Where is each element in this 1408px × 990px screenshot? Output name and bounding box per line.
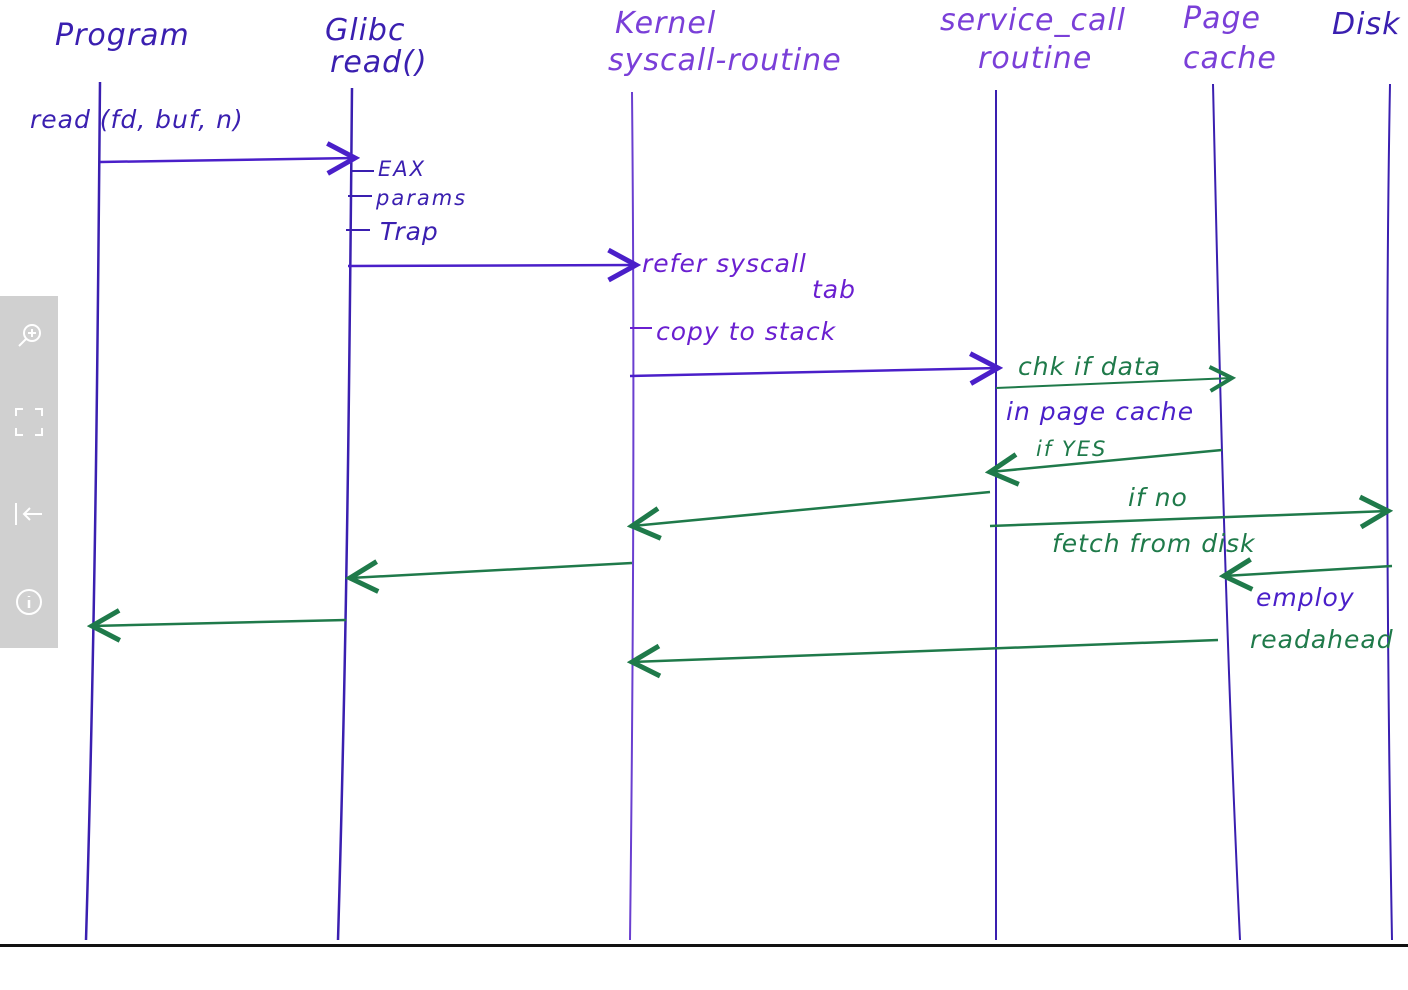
arrow-program-to-glibc <box>99 158 355 162</box>
fullscreen-icon <box>15 408 43 436</box>
lane-title-glibc-sub: read() <box>330 45 428 80</box>
service-note-check: chk if data <box>1018 352 1161 381</box>
zoom-in-icon <box>18 324 41 347</box>
lifeline-kernel <box>629 91 635 941</box>
info-button[interactable] <box>0 580 58 624</box>
lifeline-pagecache <box>1212 83 1241 941</box>
service-note-fetch: fetch from disk <box>1052 529 1256 558</box>
arrow-service-to-disk <box>989 511 1388 526</box>
arrow-kernel-to-service <box>629 368 998 376</box>
lifeline-disk <box>1386 83 1393 941</box>
page-divider <box>0 944 1408 947</box>
service-note-if-yes: if YES <box>1036 437 1107 461</box>
arrow-pagecache-to-service <box>990 448 1223 472</box>
kernel-note-refer: refer syscall <box>642 249 807 278</box>
fullscreen-button[interactable] <box>0 400 58 444</box>
glibc-note-trap: Trap <box>380 217 439 246</box>
lifeline-glibc <box>336 87 354 941</box>
lane-title-glibc: Glibc <box>325 13 405 48</box>
arrow-kernel-to-glibc <box>350 563 633 578</box>
service-note-if-no: if no <box>1128 483 1188 512</box>
lane-title-pagecache-sub: cache <box>1183 41 1277 76</box>
info-icon <box>16 589 42 615</box>
glibc-note-params: params <box>375 186 467 210</box>
lane-title-program: Program <box>55 18 190 53</box>
arrow-glibc-to-program <box>92 620 347 626</box>
lifeline-program <box>84 81 102 941</box>
service-note-employ: employ <box>1256 583 1355 612</box>
call-label: read (fd, buf, n) <box>30 105 244 134</box>
kernel-note-tab: tab <box>812 275 856 304</box>
arrow-service-to-kernel <box>632 490 991 526</box>
back-icon <box>15 503 42 525</box>
viewer-toolbar <box>0 296 58 648</box>
back-button[interactable] <box>0 492 58 536</box>
lane-title-kernel: Kernel <box>615 6 716 41</box>
glibc-note-ticks <box>346 170 374 231</box>
lane-title-kernel-sub: syscall-routine <box>608 43 842 78</box>
arrow-pagecache-to-kernel <box>632 638 1219 662</box>
kernel-note-copy: copy to stack <box>656 317 837 346</box>
service-note-readahead: readahead <box>1250 625 1394 654</box>
arrow-glibc-to-kernel <box>347 265 636 266</box>
service-note-in-cache: in page cache <box>1006 397 1194 426</box>
lane-title-service: service_call <box>940 3 1126 38</box>
zoom-in-button[interactable] <box>0 314 58 358</box>
arrow-disk-to-pagecache <box>1224 566 1393 576</box>
lane-title-service-sub: routine <box>978 41 1092 76</box>
lifeline-service <box>993 89 997 941</box>
glibc-note-eax: EAX <box>378 157 426 181</box>
lane-title-pagecache: Page <box>1183 1 1261 36</box>
arrow-service-to-pagecache <box>995 378 1232 388</box>
lane-title-disk: Disk <box>1332 7 1401 42</box>
